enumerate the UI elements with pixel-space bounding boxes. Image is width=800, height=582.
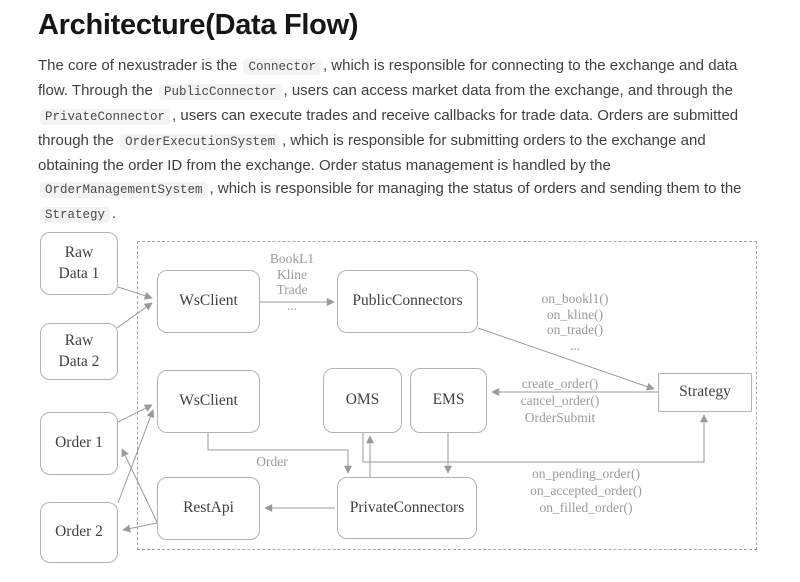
arrow-wsclient2-privateconnectors	[207, 433, 352, 474]
inline-code-strategy: Strategy	[40, 207, 111, 223]
label-line: ...	[569, 337, 581, 353]
label-line: on_kline()	[546, 306, 604, 322]
diagram-arrows	[116, 286, 708, 533]
label-line: BookL1	[269, 251, 315, 266]
node-ems: EMS	[410, 368, 487, 433]
label-line: ...	[286, 297, 298, 313]
label-line: on_trade()	[546, 322, 604, 337]
system-boundary-dashed-box	[137, 241, 757, 550]
node-public-connectors: PublicConnectors	[337, 270, 478, 333]
intro-text: , users can access market data from the …	[283, 82, 733, 99]
node-strategy: Strategy	[658, 373, 752, 412]
label-order-commands: create_order() cancel_order() OrderSubmi…	[498, 375, 622, 426]
label-line: on_pending_order()	[532, 466, 640, 481]
node-private-connectors: PrivateConnectors	[337, 477, 477, 539]
arrow-publicconnectors-strategy	[477, 327, 655, 391]
intro-text: , which is responsible for managing the …	[209, 180, 742, 197]
node-rest-api: RestApi	[157, 477, 260, 540]
inline-code-ordermanagementsystem: OrderManagementSystem	[40, 182, 208, 198]
label-public-callbacks: on_bookl1() on_kline() on_trade() ...	[515, 291, 635, 353]
intro-text: , users can execute trades and receive c…	[38, 107, 739, 149]
inline-code-orderexecutionsystem: OrderExecutionSystem	[120, 134, 281, 150]
label-line: on_bookl1()	[541, 291, 609, 306]
intro-paragraph: The core of nexustrader is the Connector…	[38, 54, 768, 227]
node-ws-client-2: WsClient	[157, 370, 260, 433]
arrow-rawdata1-wsclient1	[117, 286, 153, 300]
label-line: OrderSubmit	[524, 410, 596, 425]
label-line: cancel_order()	[520, 393, 600, 408]
architecture-diagram: Raw Data 1 Raw Data 2 Order 1 Order 2 Ws…	[0, 225, 800, 582]
label-line: Kline	[277, 266, 307, 282]
node-order-1: Order 1	[40, 412, 118, 475]
label-line: on_filled_order()	[539, 500, 633, 515]
label-order-flow: Order	[256, 454, 288, 469]
inline-code-privateconnector: PrivateConnector	[40, 109, 171, 125]
arrow-restapi-order1	[121, 448, 158, 523]
label-market-stream: BookL1 Kline Trade ...	[252, 251, 332, 313]
article: Architecture(Data Flow) The core of nexu…	[38, 8, 768, 227]
arrow-restapi-order2	[122, 522, 158, 533]
intro-text: , which is responsible for connecting to…	[38, 57, 738, 99]
label-line: on_accepted_order()	[530, 483, 642, 498]
intro-text: , which is responsible for submitting or…	[38, 132, 706, 174]
node-raw-data-1: Raw Data 1	[40, 232, 118, 295]
node-order-2: Order 2	[40, 502, 118, 563]
page-title: Architecture(Data Flow)	[38, 9, 359, 41]
label-order-callbacks: on_pending_order() on_accepted_order() o…	[507, 465, 665, 516]
arrow-order2-wsclient2	[117, 409, 155, 504]
node-ws-client-1: WsClient	[157, 270, 260, 333]
arrow-oms-strategy	[362, 414, 708, 463]
inline-code-connector: Connector	[243, 59, 321, 75]
intro-text: .	[112, 205, 117, 222]
inline-code-publicconnector: PublicConnector	[158, 84, 282, 100]
intro-text: The core of nexustrader is the	[38, 57, 242, 74]
label-line: create_order()	[521, 376, 599, 391]
arrow-rawdata2-wsclient1	[116, 302, 153, 329]
node-raw-data-2: Raw Data 2	[40, 323, 118, 380]
node-oms: OMS	[323, 368, 402, 433]
label-line: Trade	[276, 282, 308, 297]
arrow-order1-wsclient2	[117, 404, 153, 423]
